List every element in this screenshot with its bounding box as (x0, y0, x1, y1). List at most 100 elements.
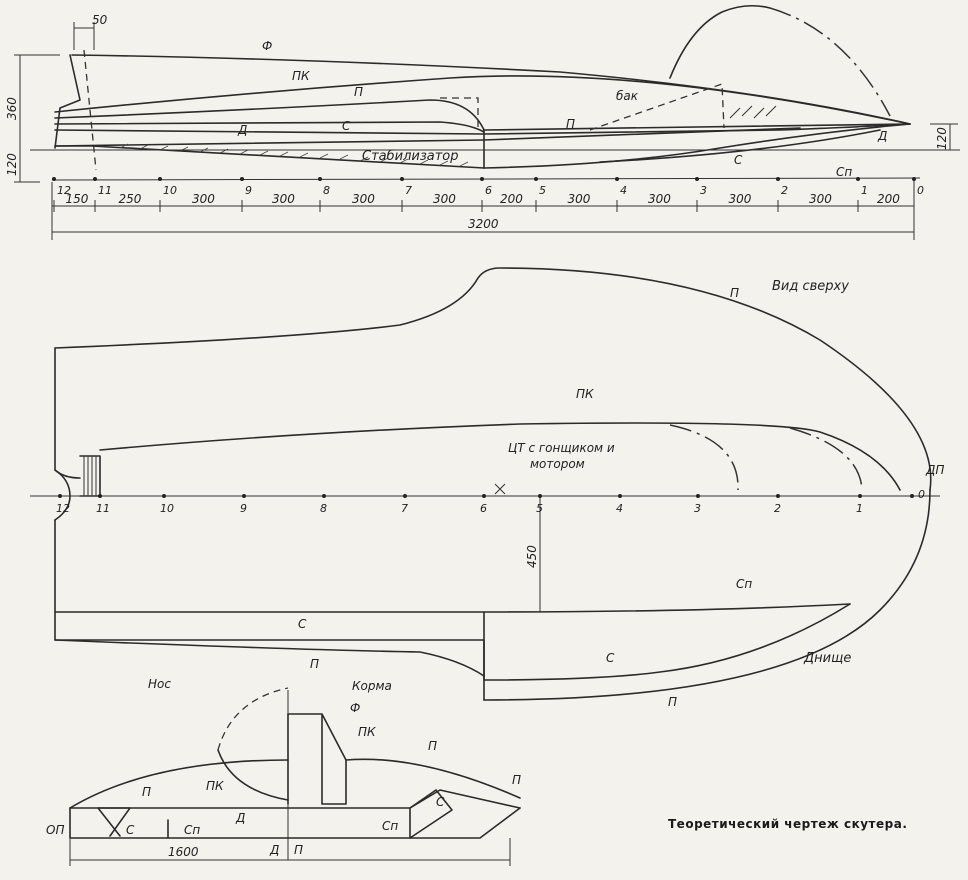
stern-s (409, 789, 453, 839)
side-spacing-label: 300 (568, 192, 591, 206)
plan-s-fwd (483, 603, 851, 681)
label-d: Д (237, 123, 247, 137)
plan-station-label: 12 (56, 502, 70, 515)
dim-3200: 3200 (468, 217, 499, 231)
label-s: С (342, 119, 351, 133)
side-station-dot (52, 177, 56, 181)
side-spacing-label: 300 (352, 192, 375, 206)
plan-stern-bottom (54, 519, 485, 701)
side-station-dot (93, 177, 97, 181)
side-station-dot (912, 177, 916, 181)
plan-stern-top (54, 347, 81, 479)
label-pk: ПК (292, 69, 310, 83)
side-station-label: 6 (485, 184, 492, 197)
caption: Теоретический чертеж скутера. (668, 817, 907, 831)
side-station-label: 11 (98, 184, 112, 197)
side-station-dot (480, 177, 484, 181)
label-sec-sp2: Сп (382, 819, 398, 833)
plan-station-label: 10 (160, 502, 174, 515)
side-station-label: 10 (163, 184, 177, 197)
label-f: Ф (262, 39, 272, 53)
label-plan-s-fwd: С (606, 651, 615, 665)
side-view (30, 4, 960, 181)
label-sec-p: П (142, 785, 151, 799)
dome-dash (217, 687, 289, 751)
label-sp: Сп (836, 165, 852, 179)
label-sec-d: Д (235, 811, 245, 825)
label-sec-p4: П (294, 843, 303, 857)
label-p: П (354, 85, 363, 99)
label-tank: бак (616, 89, 639, 103)
plan-station-dot (58, 494, 62, 498)
side-station-label: 12 (57, 184, 71, 197)
dim-360: 360 (5, 97, 19, 120)
label-dp: ДП (925, 463, 944, 477)
plan-station-label: 4 (616, 502, 623, 515)
fin-front (669, 4, 771, 79)
tank-dash (589, 83, 725, 131)
plan-sp (483, 603, 851, 613)
plan-chine (54, 611, 485, 681)
side-spacing-label: 300 (192, 192, 215, 206)
plan-p-lower (54, 639, 485, 677)
plan-station-label: 9 (240, 502, 247, 515)
plan-dash-1 (669, 424, 739, 491)
label-stabilizer: Стабилизатор (362, 149, 459, 164)
plan-station-label: 11 (96, 502, 110, 515)
side-spacing-label: 250 (119, 192, 142, 206)
side-spacing-label: 300 (433, 192, 456, 206)
plan-outline-top (54, 267, 932, 491)
line-p-upper (54, 99, 911, 131)
label-sec-f: Ф (350, 701, 360, 715)
plan-station-label: 7 (401, 502, 408, 515)
transom-dash (83, 49, 97, 171)
plan-station-dot (858, 494, 862, 498)
label-plan-pk: ПК (576, 387, 594, 401)
label-p-mid: П (566, 117, 575, 131)
side-station-label: 2 (781, 184, 788, 197)
label-cg2: мотором (530, 457, 585, 471)
label-op: ОП (46, 823, 64, 837)
label-bottom: Днище (803, 651, 851, 666)
side-station-dot (534, 177, 538, 181)
keel-line (483, 123, 911, 169)
bow-bottom (69, 807, 289, 839)
side-station-label: 1 (861, 184, 868, 197)
plan-station-label: 3 (694, 502, 701, 515)
side-station-dot (776, 177, 780, 181)
side-station-label: 5 (539, 184, 546, 197)
side-spacing-label: 200 (500, 192, 523, 206)
label-bow: Нос (148, 677, 171, 691)
plan-pk (99, 422, 901, 491)
transom-line (54, 54, 81, 149)
line-pk (54, 75, 911, 125)
plan-station-dot (242, 494, 246, 498)
plan-station-dot (618, 494, 622, 498)
transom-box (79, 455, 101, 497)
plan-station-label: 2 (774, 502, 781, 515)
plan-outline-bottom (483, 489, 931, 701)
side-spacing-label: 300 (272, 192, 295, 206)
side-station-label: 8 (323, 184, 330, 197)
plan-station-dot (482, 494, 486, 498)
plan-station-dot (696, 494, 700, 498)
side-spacing-label: 200 (877, 192, 900, 206)
plan-station-label: 6 (480, 502, 487, 515)
side-station-label: 9 (245, 184, 252, 197)
hull-line-1 (54, 129, 485, 135)
line-s-upper (54, 121, 485, 133)
sections-view (69, 687, 521, 866)
cg-mark (494, 483, 506, 495)
side-station-dot (695, 177, 699, 181)
plan-station-dot (98, 494, 102, 498)
side-spacing-label: 300 (648, 192, 671, 206)
label-plan-p-low: П (310, 657, 319, 671)
seat (287, 713, 347, 805)
label-sec-s: С (126, 823, 135, 837)
dim-120-right: 120 (935, 127, 949, 150)
side-station-dot (856, 177, 860, 181)
side-spacing-label: 300 (729, 192, 752, 206)
label-sec-p3: П (512, 773, 521, 787)
label-plan-p-fwd: П (668, 695, 677, 709)
